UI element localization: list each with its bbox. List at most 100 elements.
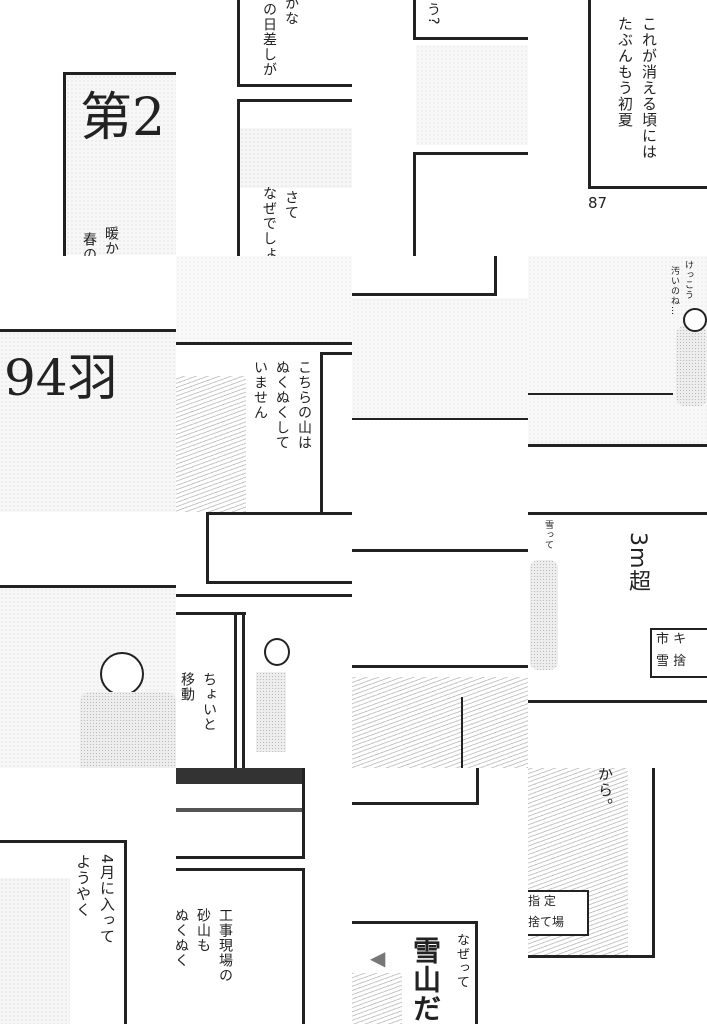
tile-dump-site: から。 指 定 捨て場 <box>528 768 707 1024</box>
railing <box>176 808 304 812</box>
speech-dirty-2: 汚いのね… <box>669 266 679 316</box>
person-coat <box>530 560 558 670</box>
snow-mound <box>352 677 528 768</box>
panel-border <box>234 612 237 768</box>
panel-frame <box>320 352 352 512</box>
sky-tone <box>176 256 352 342</box>
caption-sunlight-1: かな <box>283 0 299 26</box>
chapter-title-prefix: 第2 <box>80 88 166 148</box>
panel-border <box>352 293 497 296</box>
panel-frame <box>63 72 176 256</box>
screen-tone <box>352 298 528 418</box>
caption-because-big: 雪山だ <box>409 936 442 1023</box>
panel-border <box>352 665 528 668</box>
caption-sunlight-2: の日差しが <box>261 2 277 77</box>
caption-question-end: う? <box>425 2 441 26</box>
panel-frame <box>237 0 352 87</box>
ground-line <box>352 418 528 420</box>
roof-shadow <box>176 768 304 784</box>
panel-frame <box>352 921 478 1024</box>
panel-border <box>413 0 416 40</box>
caption-move-2: 移動 <box>179 672 195 702</box>
panel-frame <box>413 152 528 256</box>
speech-snow-is: 雪って <box>543 520 553 550</box>
snow-mound <box>352 973 402 1024</box>
panel-border <box>352 802 478 805</box>
tile-move: ちょいと 移動 <box>176 512 352 768</box>
caption-warm-2: 春の <box>81 232 97 256</box>
panel-border <box>528 444 707 447</box>
tile-dirty: けっこう 汚いのね… <box>528 256 707 512</box>
caption-why-1: さて <box>283 190 299 220</box>
speech-dirty-1: けっこう <box>683 260 693 300</box>
tile-melt: これが消える頃には たぶんもう初夏 87 <box>528 0 707 256</box>
chapter-number: 94羽 <box>4 349 118 407</box>
panel-border <box>413 37 528 40</box>
panel-border <box>352 549 528 552</box>
panel-border <box>302 768 305 859</box>
railing <box>528 393 673 395</box>
mountain-hatch <box>176 376 246 512</box>
caption-because-end: から。 <box>596 768 614 814</box>
panel-frame <box>237 99 352 256</box>
panel-border <box>176 612 246 615</box>
panel-border <box>494 256 497 296</box>
panel-border <box>528 700 707 703</box>
panel-border <box>528 512 707 515</box>
tile-person-warm <box>0 512 176 768</box>
caption-site-2: 砂山も <box>195 908 211 953</box>
person-coat <box>676 326 707 406</box>
panel-frame <box>0 840 127 1024</box>
panel-border <box>0 329 176 332</box>
tile-question: う? <box>352 0 528 256</box>
panel-frame <box>176 868 305 1024</box>
panel-frame <box>206 512 352 584</box>
caption-april-1: 4月に入って <box>98 854 116 945</box>
tile-snow-wall <box>352 256 528 512</box>
caption-melt-1: これが消える頃には <box>640 16 658 160</box>
panel-frame <box>588 0 707 189</box>
dump-sign-line1: 指 定 <box>528 894 556 908</box>
person-head <box>264 638 290 666</box>
person-head <box>100 652 144 696</box>
city-sign-line1: 市 キ <box>656 632 687 647</box>
dump-sign-line2: 捨て場 <box>528 915 565 929</box>
tile-3m: 雪って 3m超 市 キ 雪 捨 <box>528 512 707 768</box>
panel-frame <box>528 768 655 958</box>
screen-tone <box>66 75 176 255</box>
caption-site-3: ぬくぬく <box>176 908 189 968</box>
tile-because: ◀ なぜって 雪山だ <box>352 768 528 1024</box>
caption-over-3m: 3m超 <box>625 532 650 593</box>
arrow-left-icon: ◀ <box>370 946 386 970</box>
panel-border <box>242 612 245 768</box>
dump-sign <box>528 890 589 936</box>
tile-april: 4月に入って ようやく <box>0 768 176 1024</box>
screen-tone <box>416 45 528 145</box>
caption-why-2: なぜでしょ <box>261 186 277 256</box>
screen-tone <box>0 332 176 512</box>
tile-sunlight: かな の日差しが さて なぜでしょ <box>176 0 352 256</box>
city-sign <box>650 628 707 678</box>
caption-site-1: 工事現場の <box>217 908 233 983</box>
panel-border <box>176 342 352 345</box>
city-sign-line2: 雪 捨 <box>656 654 687 669</box>
caption-move-1: ちょいと <box>201 672 217 732</box>
person-head <box>683 308 707 332</box>
caption-mountain-2: ぬくぬくして <box>274 360 290 450</box>
tile-construction: 工事現場の 砂山も ぬくぬく <box>176 768 352 1024</box>
caption-mountain-3: いません <box>252 360 268 420</box>
arrow-shaft <box>461 697 463 768</box>
tile-fall <box>352 512 528 768</box>
panel-border <box>476 768 479 805</box>
person-figure <box>256 672 286 752</box>
screen-tone <box>0 878 70 1024</box>
caption-april-2: ようやく <box>74 854 92 918</box>
caption-warm-1: 暖か <box>103 226 119 256</box>
panel-border <box>176 856 304 859</box>
tile-chapter-title: 第2 暖か 春の <box>0 0 176 256</box>
page-number: 87 <box>588 194 608 212</box>
panel-border <box>176 594 352 597</box>
screen-tone <box>240 128 352 188</box>
caption-melt-2: たぶんもう初夏 <box>616 16 634 128</box>
